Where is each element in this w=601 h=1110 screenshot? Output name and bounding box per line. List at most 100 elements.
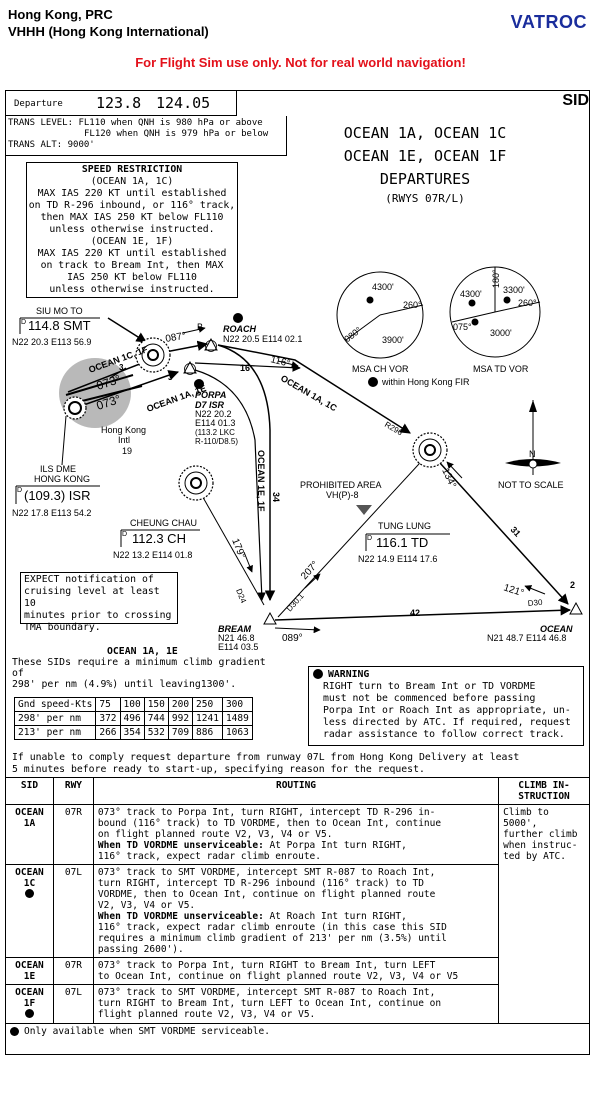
header-location: Hong Kong, PRC VHHH (Hong Kong Internati… [8,6,209,40]
climb-hdr-2: 100 [119,697,145,712]
prohibited-line-2: VH(P)-8 [326,490,359,500]
ocean-name: OCEAN [540,624,573,634]
td-vor-icon [412,432,448,468]
prohibited-area-icon [356,505,372,515]
isr-coords: N22 17.8 E113 54.2 [12,508,91,518]
d30-1-label: D30.1 [285,591,306,613]
bream-coords-2: E114 03.5 [218,642,258,652]
porpa-ref-1: (113.2 LKC [195,428,235,437]
leader-116 [277,360,299,368]
roach-fix-icon [204,337,218,351]
speed-line: (OCEAN 1E, 1F) [90,236,174,247]
warning-title: WARNING [328,669,370,680]
ch-coords: N22 13.2 E114 01.8 [113,550,192,560]
climb-r1-c6: 1063 [221,725,253,740]
climb-hdr-3: 150 [143,697,169,712]
dist-16: 16 [240,363,250,373]
dist-42: 42 [410,608,420,618]
routing-rwy: 07L [52,864,94,958]
climb-gradient-table: Gnd speed-Kts 75 100 150 200 250 300 298… [13,697,253,740]
msa-ch-marker [366,296,374,304]
trans-level-2: FL120 when QNH is 979 hPa or below [84,129,269,139]
routing-sid-text: OCEAN 1E [15,960,44,982]
routing-sid: OCEAN 1E [5,957,54,985]
smt-name: SIU MO TO [36,306,83,316]
routing-sid: OCEAN 1A [5,804,54,865]
runway-07r [65,374,134,396]
warning-line-1: RIGHT turn to Bream Int or TD VORDME [323,681,536,692]
climb-r1-c3: 532 [143,725,169,740]
ch-freq: 112.3 CH [132,531,186,546]
trk-089: 089° [282,633,303,644]
routing-hdr-rwy: RWY [52,777,94,805]
trk-207: 207° [299,559,321,582]
not-to-scale-label: NOT TO SCALE [498,480,564,490]
transition-box: TRANS LEVEL: FL110 when QNH is 980 hPa o… [5,116,287,156]
route-isr-link [109,367,127,379]
leader-089 [274,626,321,634]
bream-name: BREAM [218,624,252,634]
ocean-coords: N21 48.7 E114 46.8 [487,633,566,643]
smt-vor-icon [135,337,171,373]
bream-coords-1: N21 46.8 [218,633,255,643]
routing-sid-text: OCEAN 1A [15,807,44,829]
sid-note-marker-icon [24,889,34,898]
trans-alt: TRANS ALT: 9000' [8,140,95,150]
speed-line: (OCEAN 1A, 1C) [90,176,174,187]
speed-restriction-box: SPEED RESTRICTION (OCEAN 1A, 1C)MAX IAS … [26,162,238,298]
expect-line-1: EXPECT notification of [24,574,154,585]
speed-line: then MAX IAS 250 KT below FL110 [40,212,224,223]
ocean-fix-icon [569,601,583,615]
climb-r1-c0: 213' per nm [13,725,97,740]
climb-r0-c6: 1489 [221,711,253,726]
routing-table: SID RWY ROUTING CLIMB IN- STRUCTION OCEA… [5,777,590,1039]
climb-r0-c1: 372 [95,711,121,726]
routing-footnote-row: Only available when SMT VORDME serviceab… [5,1023,590,1039]
leader-121 [524,585,546,595]
speed-line: MAX IAS 220 KT until established [37,188,227,199]
routing-unsvc-text: At Roach Int turn RIGHT, 116° track, exp… [97,911,447,955]
speed-line: on TD R-296 inbound, or 116° track, [28,200,236,211]
trk-121: 121° [502,582,525,599]
leader-207 [304,573,321,589]
speed-line: on track to Bream Int, then MAX [40,260,224,271]
routing-hdr-sid: SID [5,777,54,805]
speed-line: MAX IAS 220 KT until established [37,248,227,259]
departure-label: Departure [14,99,63,109]
climb-r0-c0: 298' per nm [13,711,97,726]
smt-navaid-box: SIU MO TO D 114.8 SMT N22 20.3 E113 56.9 [12,306,100,347]
routing-unsvc-label: When TD VORDME unserviceable: [97,911,264,922]
departure-freq-1: 123.8 [96,94,142,112]
roach-coords: N22 20.5 E114 02.1 [223,334,302,344]
routing-sid: OCEAN 1C [5,864,54,958]
route-bream-ocean [274,605,572,621]
speed-line: unless otherwise instructed. [49,224,215,235]
speed-line: IAS 250 KT below FL110 [67,272,197,283]
isr-navaid-box: ILS DME HONG KONG D (109.3) ISR N22 17.8… [12,464,100,518]
msa-td-alt-2: 3300' [503,285,525,295]
unable-line-1: If unable to comply request departure fr… [12,752,520,763]
porpa-note-marker [194,379,204,389]
trk-116: 116° [269,354,291,370]
dist-3a: 3 [119,363,124,372]
leader-179 [243,551,253,573]
climb-hdr-1: 75 [95,697,121,712]
climb-text-2: of [12,668,24,679]
msa-ch-alt-2: 3900' [382,335,404,345]
isr-leader [61,415,67,466]
d24-label: D24 [234,587,248,604]
radial-td-207 [277,451,431,618]
climb-r0-c2: 496 [119,711,145,726]
r296-label: R296 [383,420,405,438]
routing-climb: Climb to 5000', further climb when instr… [498,804,590,1024]
msa-td-brg-2: 260° [518,298,537,308]
msa-td-brg-1: 180° [491,269,501,288]
brand-logo: VATROC [510,12,587,32]
climb-hdr-5: 250 [192,697,223,712]
routing-sid-text: OCEAN 1F [15,987,44,1009]
roach-note-marker [233,313,243,323]
title-rwys: (RWYS 07R/L) [385,192,465,205]
climb-hdr-4: 200 [167,697,194,712]
td-name: TUNG LUNG [378,521,431,531]
